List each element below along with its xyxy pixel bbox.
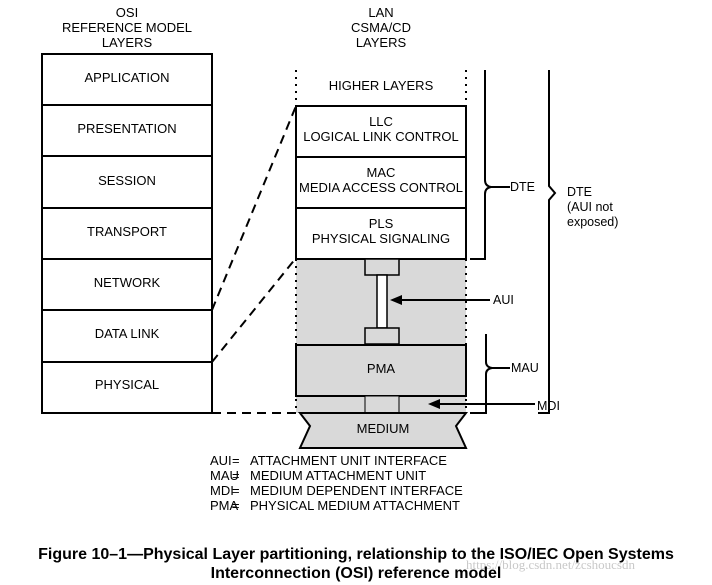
mdi-arrowhead: [428, 399, 440, 409]
dte-outer-label-3: exposed): [567, 215, 618, 229]
mau-bracket: [470, 334, 510, 414]
aui-arrowhead: [390, 295, 402, 305]
lan-header-line-1: LAN: [368, 5, 393, 20]
mdi-label: MDI: [537, 399, 560, 413]
osi-stack: APPLICATION PRESENTATION SESSION TRANSPO…: [41, 53, 213, 414]
pma-label: PMA: [367, 361, 396, 376]
osi-layer-application: APPLICATION: [84, 70, 169, 85]
mapping-line-lower: [211, 257, 297, 363]
lan-stack: HIGHER LAYERS LLC LOGICAL LINK CONTROL M…: [295, 70, 469, 449]
legend-eq: =: [232, 498, 240, 513]
pls-name: PHYSICAL SIGNALING: [312, 231, 450, 246]
osi-layer-transport: TRANSPORT: [87, 224, 167, 239]
dte-label: DTE: [510, 180, 535, 194]
legend-abbr: PMA: [210, 498, 239, 513]
legend-row: MDI = MEDIUM DEPENDENT INTERFACE: [210, 483, 463, 498]
osi-layer-network: NETWORK: [94, 275, 161, 290]
legend-eq: =: [232, 483, 240, 498]
annotation-labels: AUI MAU MDI DTE DTE (AUI not exposed): [493, 180, 618, 413]
osi-layer-physical: PHYSICAL: [95, 377, 159, 392]
pls-abbr: PLS: [369, 216, 394, 231]
llc-name: LOGICAL LINK CONTROL: [303, 129, 459, 144]
legend-row: MAU = MEDIUM ATTACHMENT UNIT: [210, 468, 426, 483]
legend-eq: =: [232, 468, 240, 483]
dte-inner-bracket: [470, 70, 510, 260]
aui-connector-bottom: [364, 327, 400, 345]
legend-row: PMA = PHYSICAL MEDIUM ATTACHMENT: [210, 498, 460, 513]
dte-outer-label-2: (AUI not: [567, 200, 613, 214]
caption-line-1: Figure 10–1—Physical Layer partitioning,…: [38, 546, 674, 563]
higher-layers-label: HIGHER LAYERS: [329, 78, 434, 93]
osi-header-line-1: OSI: [116, 5, 138, 20]
aui-cable: [376, 274, 388, 329]
legend-abbr: MDI: [210, 483, 234, 498]
legend-abbr: MAU: [210, 468, 239, 483]
legend-def: MEDIUM ATTACHMENT UNIT: [250, 468, 426, 483]
annotations: [390, 70, 557, 414]
figure-caption: Figure 10–1—Physical Layer partitioning,…: [38, 546, 674, 582]
lan-header-line-2: CSMA/CD: [351, 20, 411, 35]
legend-eq: =: [232, 453, 240, 468]
mapping-line-upper: [211, 105, 297, 311]
lan-header: LAN CSMA/CD LAYERS: [351, 5, 411, 50]
mdi-connector: [364, 395, 400, 415]
llc-abbr: LLC: [369, 114, 393, 129]
osi-layer-data-link: DATA LINK: [95, 326, 160, 341]
legend-abbr: AUI: [210, 453, 232, 468]
legend-def: MEDIUM DEPENDENT INTERFACE: [250, 483, 463, 498]
legend-row: AUI = ATTACHMENT UNIT INTERFACE: [210, 453, 447, 468]
aui-connector-top: [364, 258, 400, 276]
osi-header: OSI REFERENCE MODEL LAYERS: [62, 5, 192, 50]
mac-abbr: MAC: [367, 165, 396, 180]
lan-header-line-3: LAYERS: [356, 35, 407, 50]
watermark: https://blog.csdn.net/zcshoucsdn: [466, 557, 635, 572]
osi-header-line-3: LAYERS: [102, 35, 153, 50]
caption-line-2: Interconnection (OSI) reference model: [211, 565, 502, 582]
legend-def: PHYSICAL MEDIUM ATTACHMENT: [250, 498, 460, 513]
lan-sublayer-frame: [295, 105, 467, 260]
osi-layer-presentation: PRESENTATION: [77, 121, 176, 136]
legend-def: ATTACHMENT UNIT INTERFACE: [250, 453, 447, 468]
legend: AUI = ATTACHMENT UNIT INTERFACE MAU = ME…: [210, 453, 463, 513]
osi-stack-frame: [41, 53, 213, 414]
dte-outer-bracket: [538, 70, 557, 414]
mau-label: MAU: [511, 361, 539, 375]
dte-outer-label-1: DTE: [567, 185, 592, 199]
osi-layer-session: SESSION: [98, 173, 156, 188]
mac-name: MEDIA ACCESS CONTROL: [299, 180, 463, 195]
medium-shape: [297, 412, 469, 449]
mapping-lines: [211, 105, 297, 414]
aui-label: AUI: [493, 293, 514, 307]
medium-label: MEDIUM: [357, 421, 410, 436]
osi-header-line-2: REFERENCE MODEL: [62, 20, 192, 35]
